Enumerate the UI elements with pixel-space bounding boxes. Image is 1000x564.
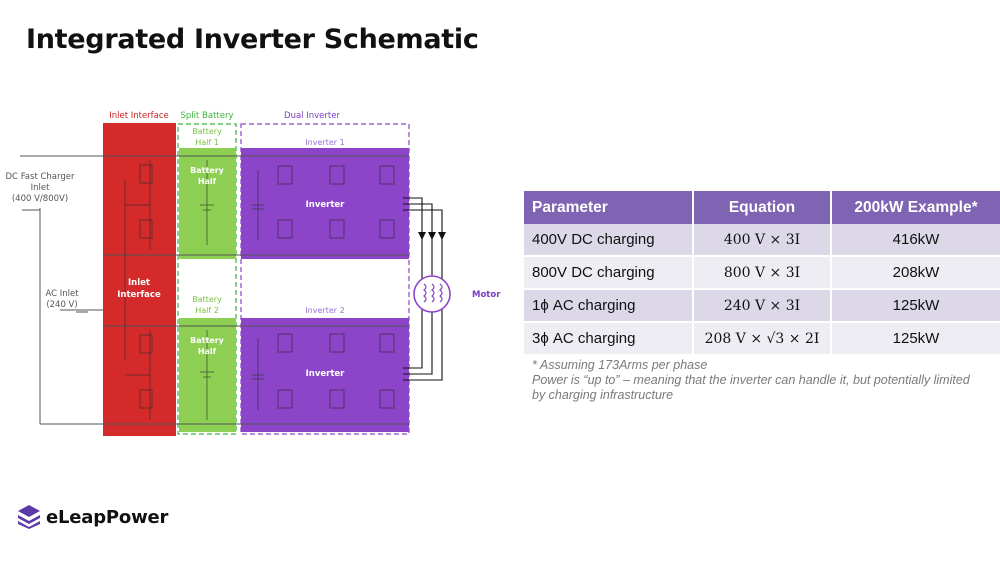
- schematic-diagram: Inlet Interface Split Battery Dual Inver…: [6, 111, 501, 436]
- table-row: 800V DC charging 800 V × 3I 208kW: [524, 255, 1000, 289]
- battery-half-bottom: [179, 318, 236, 432]
- header-example: 200kW Example*: [830, 191, 1000, 224]
- cell-parameter: 400V DC charging: [524, 224, 693, 256]
- cell-example: 125kW: [830, 288, 1000, 322]
- page-title: Integrated Inverter Schematic: [26, 24, 479, 55]
- section-label-split: Split Battery: [180, 111, 233, 121]
- dc-charger-label-3: (400 V/800V): [12, 194, 68, 204]
- section-label-inlet: Inlet Interface: [109, 111, 169, 121]
- table-header-row: Parameter Equation 200kW Example*: [524, 191, 1000, 224]
- inlet-interface-block: [103, 123, 176, 436]
- dual-inverter-section: [240, 123, 410, 435]
- battery-top-label-1: Battery: [190, 166, 225, 175]
- battery-half-2-caption-2: Half 2: [195, 306, 219, 315]
- cell-example: 416kW: [830, 224, 1000, 256]
- battery-top-label-2: Half: [198, 177, 217, 186]
- inverter-1-block: [241, 148, 409, 259]
- cell-parameter: 1ϕ AC charging: [524, 288, 693, 322]
- cell-parameter: 800V DC charging: [524, 255, 693, 289]
- cell-equation: 400 V × 3I: [692, 224, 831, 256]
- table-row: 1ϕ AC charging 240 V × 3I 125kW: [524, 288, 1000, 322]
- ac-inlet-label-1: AC Inlet: [45, 289, 79, 299]
- charging-table: Parameter Equation 200kW Example* 400V D…: [524, 191, 1000, 354]
- battery-half-1-caption-2: Half 1: [195, 138, 219, 147]
- cell-equation: 208 V × √3 × 2I: [692, 321, 831, 354]
- cell-equation: 240 V × 3I: [692, 288, 831, 322]
- table-row: 3ϕ AC charging 208 V × √3 × 2I 125kW: [524, 321, 1000, 354]
- table-row: 400V DC charging 400 V × 3I 416kW: [524, 224, 1000, 256]
- eleap-logo-icon: [18, 505, 40, 529]
- header-parameter: Parameter: [524, 191, 693, 224]
- cell-equation: 800 V × 3I: [692, 255, 831, 289]
- ac-inlet-label-2: (240 V): [46, 300, 77, 310]
- cell-parameter: 3ϕ AC charging: [524, 321, 693, 354]
- header-equation: Equation: [692, 191, 831, 224]
- battery-half-top: [179, 148, 236, 259]
- cell-example: 125kW: [830, 321, 1000, 354]
- dc-charger-label-2: Inlet: [31, 183, 50, 193]
- section-label-dual: Dual Inverter: [284, 111, 340, 121]
- inverter-2-label: Inverter: [306, 369, 346, 379]
- dc-charger-label-1: DC Fast Charger: [6, 172, 75, 182]
- battery-bottom-label-1: Battery: [190, 336, 225, 345]
- split-battery-section: [177, 123, 237, 435]
- eleap-logo: eLeapPower: [18, 505, 168, 529]
- footnote-assumption: * Assuming 173Arms per phase: [532, 358, 708, 372]
- battery-half-1-caption-1: Battery: [192, 127, 222, 136]
- inverter-2-caption: Inverter 2: [305, 306, 344, 315]
- motor-icon: [413, 275, 451, 313]
- motor-label: Motor: [472, 290, 501, 300]
- battery-half-2-caption-1: Battery: [192, 295, 222, 304]
- inlet-block-label-2: Interface: [117, 290, 161, 300]
- inverter-2-block: [241, 318, 409, 432]
- battery-bottom-label-2: Half: [198, 347, 217, 356]
- inverter-1-label: Inverter: [306, 200, 346, 210]
- logo-text: eLeapPower: [46, 506, 169, 528]
- footnotes: * Assuming 173Arms per phase Power is “u…: [532, 358, 972, 403]
- footnote-power: Power is “up to” – meaning that the inve…: [532, 373, 970, 402]
- cell-example: 208kW: [830, 255, 1000, 289]
- inverter-1-caption: Inverter 1: [305, 138, 344, 147]
- inlet-block-label-1: Inlet: [128, 278, 150, 288]
